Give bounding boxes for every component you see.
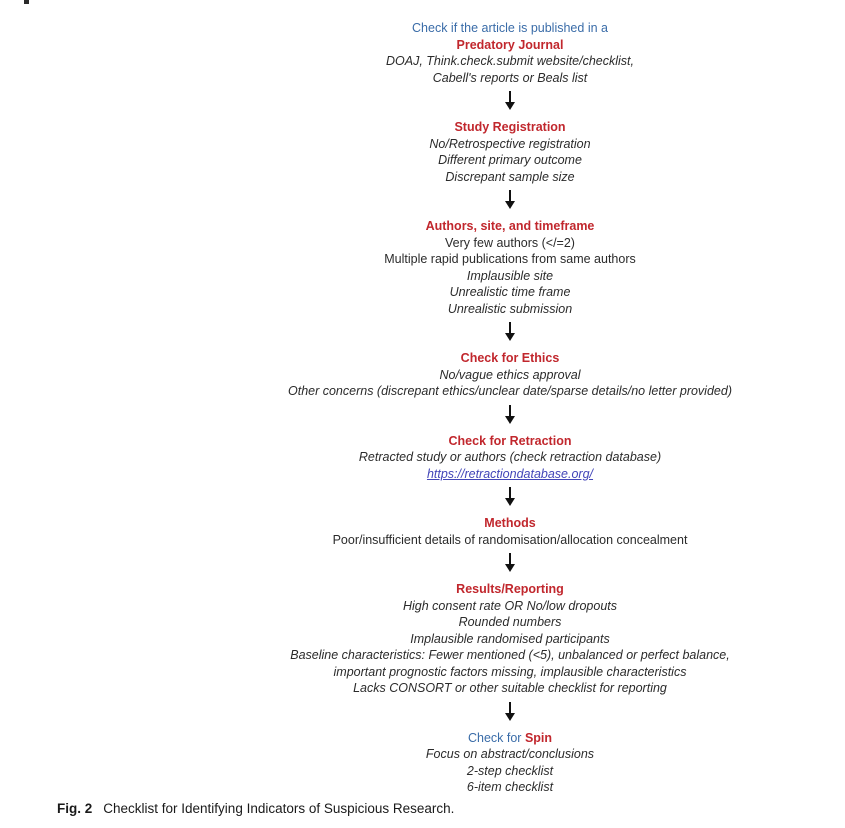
node-heading-prefix: Check for bbox=[467, 730, 525, 745]
node-heading: Check for Spin bbox=[160, 730, 845, 747]
node-line: Retracted study or authors (check retrac… bbox=[358, 450, 662, 464]
node-line: important prognostic factors missing, im… bbox=[333, 664, 687, 679]
node-line: No/vague ethics approval bbox=[439, 367, 581, 382]
node-heading-main: Spin bbox=[524, 730, 553, 745]
node-line: Implausible randomised participants bbox=[410, 631, 610, 646]
down-arrow-icon bbox=[508, 404, 512, 418]
node-line: Focus on abstract/conclusions bbox=[425, 747, 595, 761]
node-line: Different primary outcome bbox=[438, 153, 582, 167]
node-heading: Study Registration bbox=[454, 120, 566, 134]
node-heading: Methods bbox=[484, 516, 536, 530]
down-arrow-icon bbox=[508, 701, 512, 715]
node-line: Cabell's reports or Beals list bbox=[432, 70, 588, 85]
down-arrow-icon bbox=[508, 322, 512, 335]
node-line: Lacks CONSORT or other suitable checklis… bbox=[353, 681, 667, 695]
down-arrow-icon bbox=[508, 190, 512, 203]
node-line: Rounded numbers bbox=[458, 615, 562, 629]
node-heading: Authors, site, and timeframe bbox=[425, 219, 595, 233]
flow-node-predatory-journal: Check if the article is published in a P… bbox=[160, 20, 845, 86]
down-arrow-icon bbox=[508, 553, 512, 566]
flow-node-check-for-spin: Check for Spin Focus on abstract/conclus… bbox=[160, 730, 845, 796]
flow-node-methods: Methods Poor/insufficient details of ran… bbox=[160, 515, 845, 548]
node-line: https://retractiondatabase.org/ bbox=[160, 466, 845, 483]
figure-caption: Fig. 2 Checklist for Identifying Indicato… bbox=[57, 801, 454, 816]
flow-node-check-for-retraction: Check for Retraction Retracted study or … bbox=[160, 433, 845, 483]
node-line: No/Retrospective registration bbox=[429, 136, 591, 151]
node-line: 6-item checklist bbox=[466, 780, 554, 794]
node-line: DOAJ, Think.check.submit website/checkli… bbox=[386, 54, 634, 68]
figure-label: Fig. 2 bbox=[57, 801, 93, 816]
node-preheading: Check if the article is published in a bbox=[412, 21, 608, 35]
node-line: Multiple rapid publications from same au… bbox=[384, 252, 636, 266]
node-heading: Check for Ethics bbox=[460, 351, 560, 365]
down-arrow-icon bbox=[508, 487, 512, 500]
node-line: Poor/insufficient details of randomisati… bbox=[332, 532, 688, 547]
node-heading: Predatory Journal bbox=[456, 37, 564, 52]
node-line: Baseline characteristics: Fewer mentione… bbox=[290, 648, 730, 662]
down-arrow-icon bbox=[508, 91, 512, 104]
retraction-database-link[interactable]: https://retractiondatabase.org/ bbox=[426, 466, 594, 481]
node-line: Very few authors (</=2) bbox=[445, 235, 575, 250]
node-line: Unrealistic time frame bbox=[449, 285, 571, 299]
node-line: High consent rate OR No/low dropouts bbox=[403, 598, 617, 613]
flow-node-check-for-ethics: Check for Ethics No/vague ethics approva… bbox=[160, 350, 845, 400]
node-heading: Check for Retraction bbox=[448, 433, 572, 448]
node-line: Other concerns (discrepant ethics/unclea… bbox=[288, 384, 732, 398]
flow-node-results-reporting: Results/Reporting High consent rate OR N… bbox=[160, 581, 845, 697]
figure-2-flowchart: Check if the article is published in a P… bbox=[160, 20, 845, 796]
node-line: Unrealistic submission bbox=[447, 301, 573, 316]
flow-node-authors-site-timeframe: Authors, site, and timeframe Very few au… bbox=[160, 218, 845, 317]
node-line: 2-step checklist bbox=[466, 763, 554, 778]
node-heading: Results/Reporting bbox=[456, 582, 564, 596]
figure-caption-text: Checklist for Identifying Indicators of … bbox=[103, 801, 455, 816]
flow-node-study-registration: Study Registration No/Retrospective regi… bbox=[160, 119, 845, 185]
node-line: Discrepant sample size bbox=[445, 169, 575, 184]
page-edge-artifact bbox=[24, 0, 29, 4]
node-line: Implausible site bbox=[466, 268, 554, 283]
